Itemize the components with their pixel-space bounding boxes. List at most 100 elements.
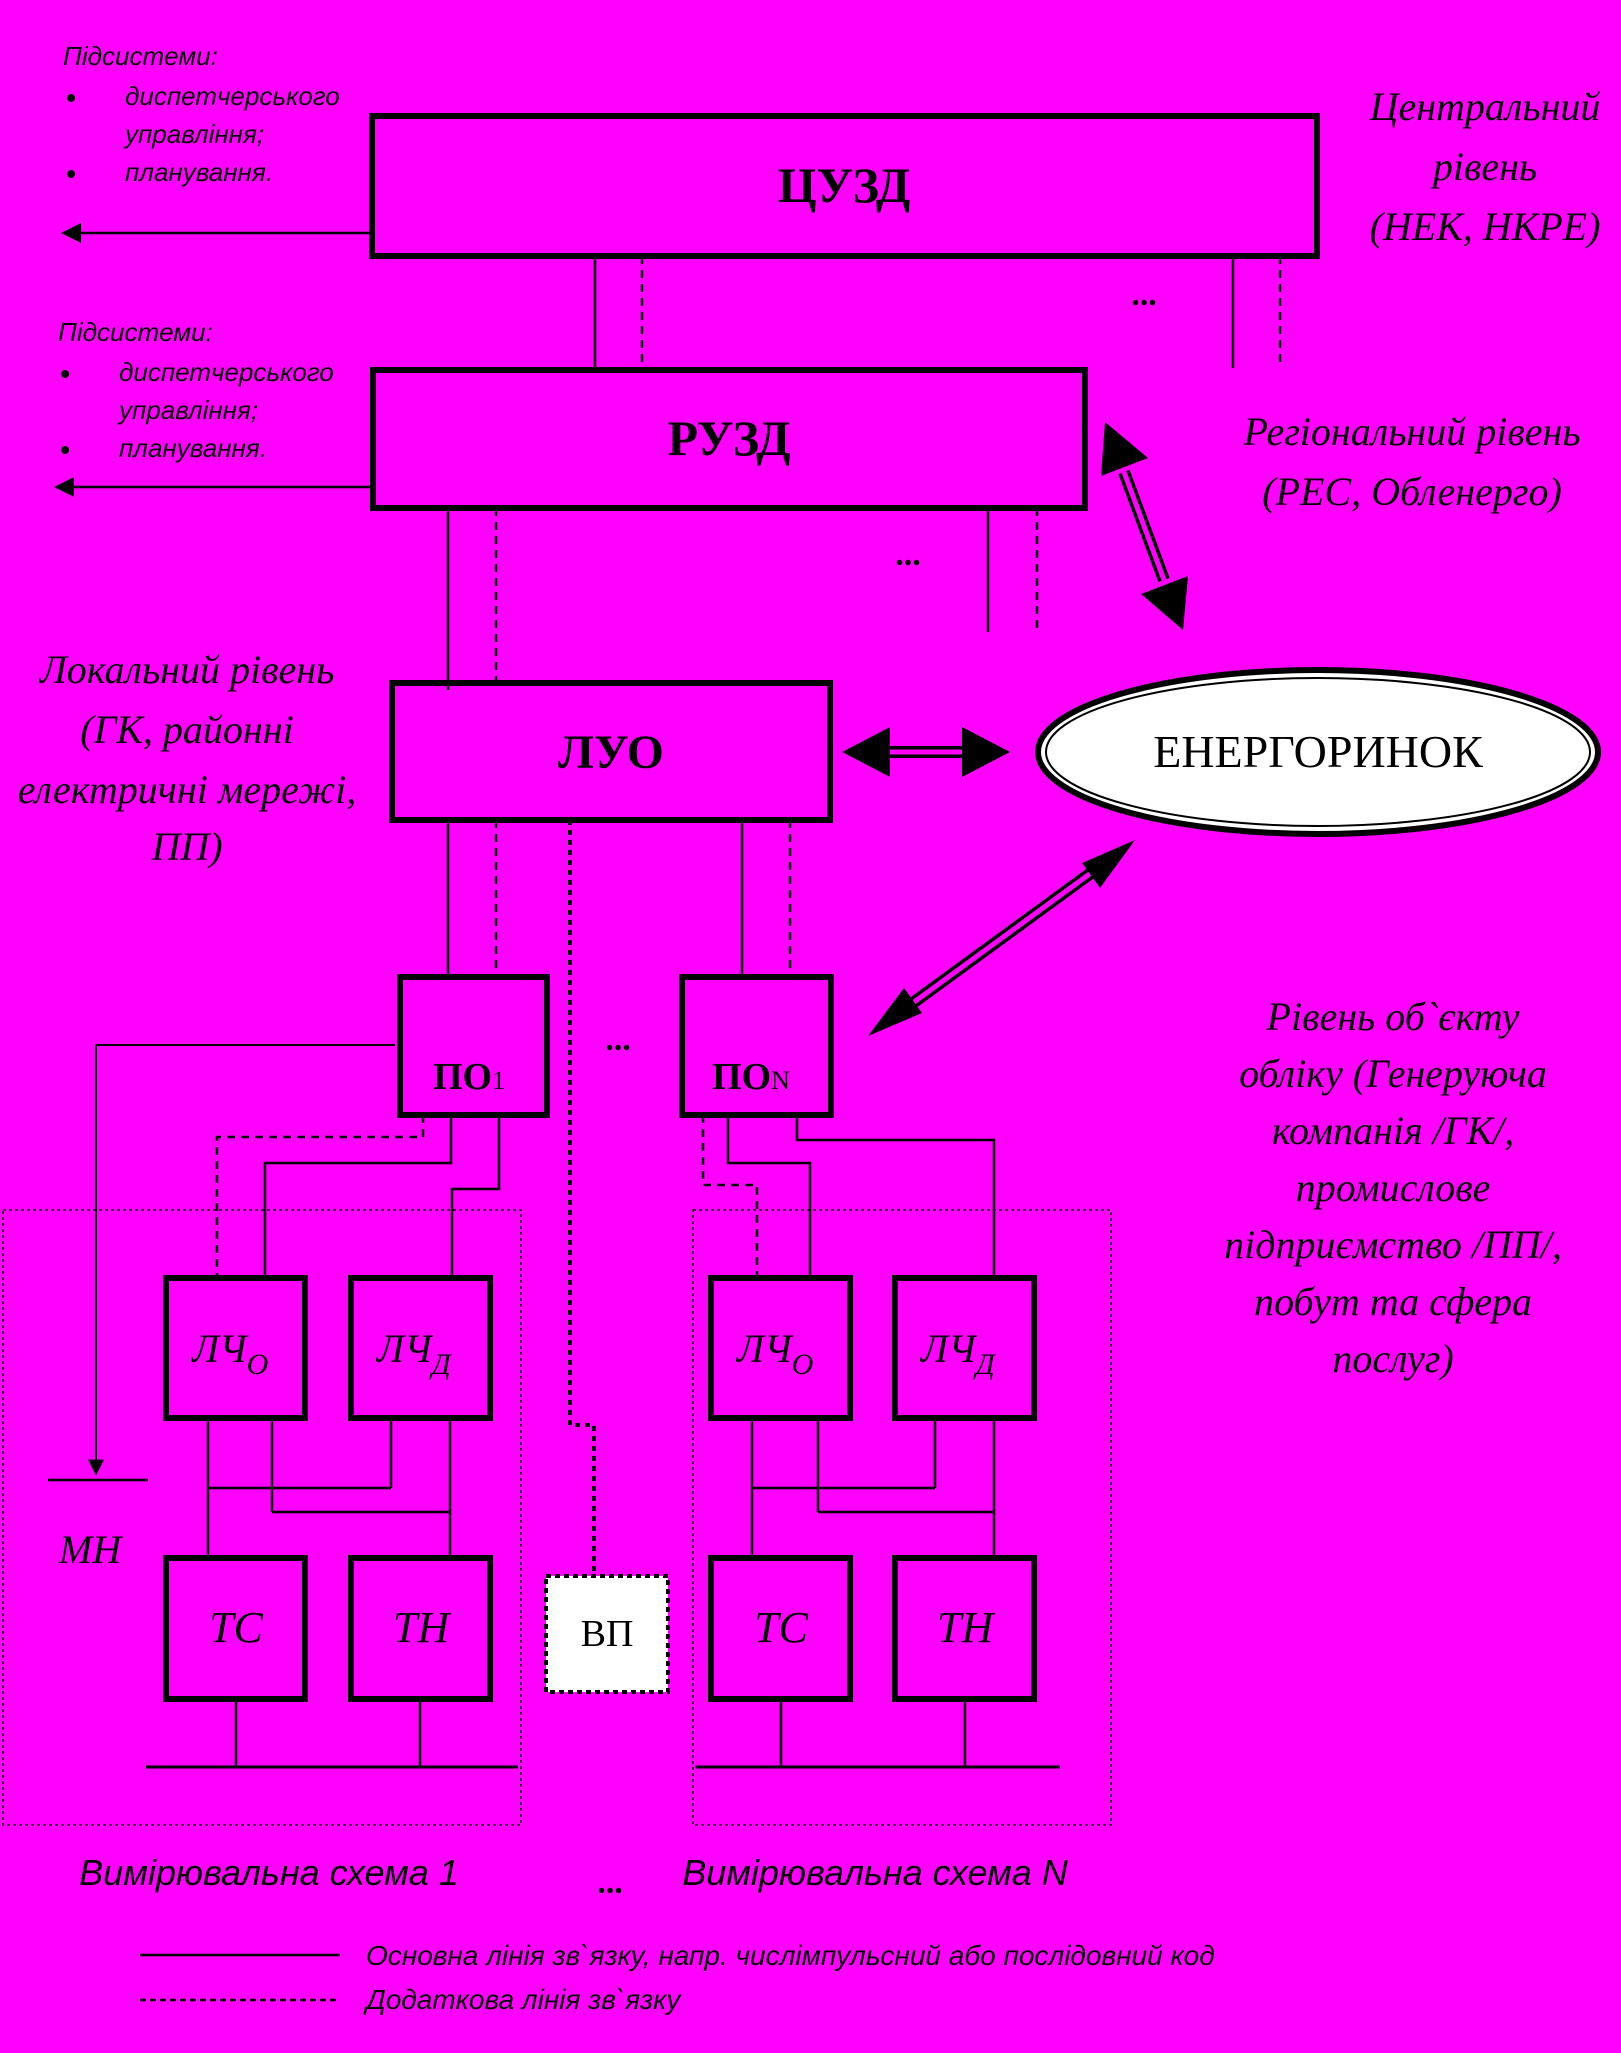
ruzd-box [370,367,1088,511]
scheme1-lcho-label: ЛЧО [190,1326,268,1381]
vp-box [544,1574,670,1694]
po1-label-sub: 1 [492,1066,505,1095]
ellipsis-schemes: ... [597,1864,623,1901]
subsystems-top-item1-line1: диспетчерського [125,81,340,111]
schemeN-lcho-label: ЛЧО [735,1326,813,1381]
subsystems-mid-item1-line2: управління; [117,395,258,425]
subsystems-top-heading: Підсистеми: [63,41,218,71]
object-level-line1: Рівень об`єкту [1266,994,1520,1039]
arrow-ruzd-market [1101,422,1188,630]
scheme1-lcho-sub: О [247,1348,269,1381]
measurement-scheme-1: МН ЛЧО ЛЧД ТС ТН Вимірювальна схема 1 [2,1044,522,1893]
object-level-line6: побут та сфера [1254,1279,1532,1324]
schemeN-lcho-main: ЛЧ [735,1326,794,1371]
scheme1-lchd-sub: Д [429,1348,453,1381]
subsystems-mid-item2: планування. [119,433,267,463]
bullet-icon [67,94,75,102]
po1-label: ПО1 [433,1056,505,1098]
subsystems-mid: Підсистеми: диспетчерського управління; … [54,317,370,497]
local-level-line4: ПП) [150,824,222,869]
regional-level-line2: (РЕС, Обленерго) [1262,469,1562,514]
schemeN-lcho-sub: О [792,1348,814,1381]
bullet-icon [67,170,75,178]
object-level-label: Рівень об`єкту обліку (Генеруюча компані… [1224,994,1562,1381]
schemeN-tc-label: ТС [754,1603,808,1652]
po1-label-main: ПО [433,1056,492,1098]
central-level-line1: Центральний [1369,84,1601,129]
luo-label: ЛУО [558,726,664,779]
scheme1-lchd-box [348,1275,493,1421]
scheme1-lcho-main: ЛЧ [190,1326,249,1371]
subsystems-top: Підсистеми: диспетчерського управління; … [61,41,370,243]
link-main [263,1115,453,1278]
arrow-po1-mn [88,1044,395,1476]
arrow-luo-market [842,727,1010,777]
arrow-pon-market [868,840,1135,1036]
legend: Основна лінія зв`язку, напр. числімпульс… [140,1940,1215,2015]
local-level-label: Локальний рівень (ГК, районні електричні… [18,647,356,869]
pon-label: ПОN [712,1056,790,1098]
pon-label-main: ПО [712,1056,771,1098]
cuzd-label: ЦУЗД [778,157,911,213]
scheme1-frame [2,1209,522,1826]
cuzd-box [369,113,1320,259]
object-level-line2: обліку (Генеруюча [1239,1051,1547,1096]
object-level-line4: промислове [1296,1165,1491,1210]
pon-box [679,974,834,1118]
scheme1-lcho-box [163,1275,308,1421]
link-extra [701,1115,759,1278]
scheme1-tc-label: ТС [209,1603,263,1652]
subsystems-mid-heading: Підсистеми: [58,317,213,347]
scheme1-caption: Вимірювальна схема 1 [79,1852,459,1893]
central-level-line2: рівень [1430,144,1537,189]
po1-box [397,974,550,1118]
schemeN-lchd-label: ЛЧД [919,1326,997,1381]
subsystems-top-item2: планування. [125,157,273,187]
central-level-label: Центральний рівень (НЕК, НКРЕ) [1369,84,1601,249]
vp-label: ВП [581,1613,634,1655]
central-level-line3: (НЕК, НКРЕ) [1370,204,1601,249]
bullet-icon [61,446,69,454]
schemeN-frame [692,1209,1112,1826]
link-main [726,1115,812,1278]
scheme1-lchd-main: ЛЧ [375,1326,434,1371]
object-level-line7: послуг) [1332,1336,1453,1381]
link-main [450,1115,501,1278]
ruzd-label: РУЗД [667,410,790,466]
link-main [795,1115,996,1278]
legend-extra-line-label: Додаткова лінія зв`язку [363,1984,682,2015]
schemeN-lchd-box [892,1275,1037,1421]
market-ellipse [1035,667,1601,837]
link-luo-vp [568,820,596,1578]
schemeN-lchd-sub: Д [973,1348,997,1381]
luo-box [389,680,833,823]
scheme1-lchd-label: ЛЧД [375,1326,453,1381]
mn-label: МН [58,1527,123,1572]
measurement-scheme-n: ЛЧО ЛЧД ТС ТН Вимірювальна схема N [682,1115,1112,1893]
bullet-icon [61,370,69,378]
market-label: ЕНЕРГОРИНОК [1153,726,1483,777]
object-level-line5: підприємство /ПП/, [1224,1222,1562,1267]
object-level-line3: компанія /ГК/, [1272,1108,1514,1153]
local-level-line2: (ГК, районні [80,707,293,752]
regional-level-line1: Регіональний рівень [1242,409,1580,454]
market-ellipse-inner [1045,677,1591,827]
legend-main-line-label: Основна лінія зв`язку, напр. числімпульс… [366,1940,1215,1971]
subsystems-mid-item1-line1: диспетчерського [119,357,334,387]
ellipsis-po: ... [605,1021,631,1058]
ellipsis-levels-1: ... [1131,276,1157,313]
pon-label-sub: N [771,1066,790,1095]
regional-level-label: Регіональний рівень (РЕС, Обленерго) [1242,409,1580,514]
link-extra [215,1115,425,1278]
schemeN-caption: Вимірювальна схема N [682,1852,1069,1893]
schemeN-lchd-main: ЛЧ [919,1326,978,1371]
local-level-line1: Локальний рівень [38,647,335,692]
local-level-line3: електричні мережі, [18,767,356,812]
scheme1-th-label: ТН [393,1603,451,1652]
ellipsis-levels-2: ... [895,536,921,573]
schemeN-lcho-box [708,1275,853,1421]
subsystems-top-item1-line2: управління; [123,119,264,149]
schemeN-th-label: ТН [937,1603,995,1652]
